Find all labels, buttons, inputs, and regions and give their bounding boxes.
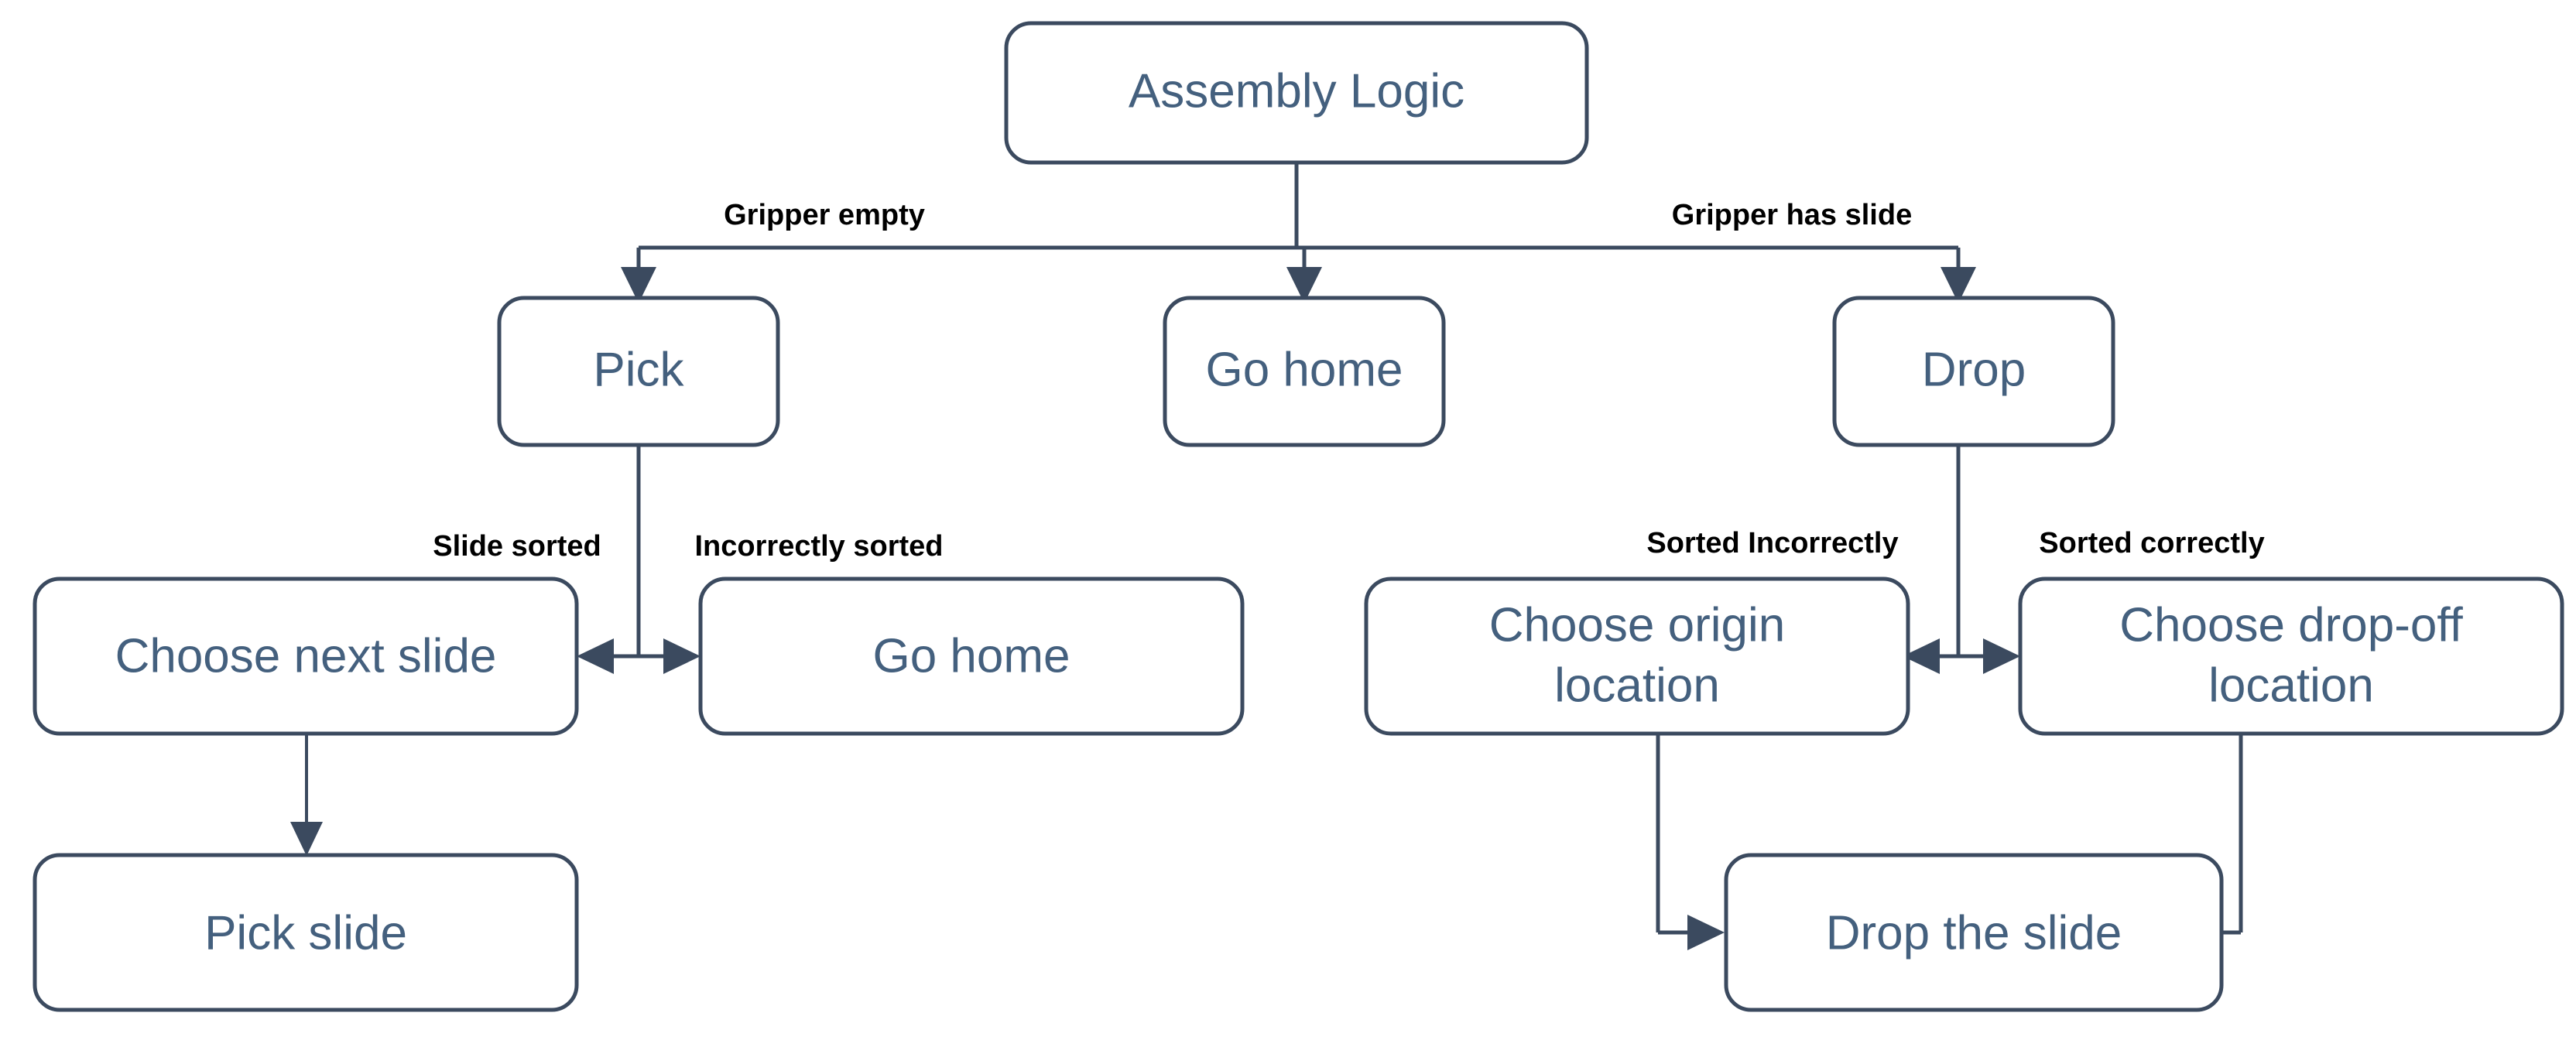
node-shape[interactable] (497, 296, 780, 447)
node-shape[interactable] (33, 853, 579, 1012)
node-choose-next-slide[interactable]: Choose next slide (33, 577, 579, 736)
node-drop-the-slide[interactable]: Drop the slide (1724, 853, 2224, 1012)
edge-label-sorted-incorrectly: Sorted Incorrectly (1646, 527, 1898, 559)
node-shape[interactable] (1364, 577, 1910, 736)
edge-origin-to-drop-slide (1656, 734, 1725, 950)
node-label-go-home-top: Go home (1205, 343, 1403, 396)
edge-assembly-to-drop (1941, 248, 1976, 303)
node-go-home-bottom[interactable]: Go home (698, 577, 1245, 736)
node-label-drop: Drop (1922, 343, 2026, 396)
edge-label-layer: Gripper empty Gripper has slide Slide so… (433, 199, 2264, 563)
node-label-choose-origin-location-line2: location (1554, 659, 1720, 712)
node-shape[interactable] (1163, 296, 1446, 447)
node-label-choose-next-slide: Choose next slide (115, 629, 497, 683)
node-assembly-logic[interactable]: Assembly Logic (1004, 21, 1589, 165)
node-shape[interactable] (33, 577, 579, 736)
node-choose-origin-location[interactable]: Choose origin location (1364, 577, 1910, 736)
arrowhead-down-icon (1286, 267, 1322, 303)
node-label-go-home-bottom: Go home (872, 629, 1070, 683)
node-shape[interactable] (2018, 577, 2564, 736)
node-label-assembly-logic: Assembly Logic (1129, 64, 1464, 118)
edge-assembly-to-gohome (1286, 248, 1322, 303)
arrowhead-right-icon (1983, 638, 2020, 674)
edge-choose-next-to-pick-slide (290, 734, 323, 856)
node-label-pick: Pick (593, 343, 684, 396)
node-choose-dropoff-location[interactable]: Choose drop-off location (2018, 577, 2564, 736)
node-label-choose-dropoff-location-line2: location (2208, 659, 2374, 712)
arrowhead-right-icon (1687, 915, 1725, 950)
arrowhead-down-icon (621, 267, 656, 303)
edge-label-slide-sorted: Slide sorted (433, 530, 601, 563)
edge-pick-split (577, 445, 701, 674)
node-label-drop-the-slide: Drop the slide (1826, 906, 2122, 960)
node-go-home-top[interactable]: Go home (1163, 296, 1446, 447)
node-label-choose-origin-location-line1: Choose origin (1489, 598, 1786, 652)
edge-label-incorrectly-sorted: Incorrectly sorted (695, 530, 944, 563)
node-shape[interactable] (1724, 853, 2224, 1012)
edge-assembly-to-pick (621, 163, 1958, 303)
node-label-pick-slide: Pick slide (204, 906, 407, 960)
node-layer: Assembly Logic Pick Go home Drop Choose … (33, 21, 2564, 1012)
node-label-choose-dropoff-location-line1: Choose drop-off (2119, 598, 2463, 652)
arrowhead-down-icon (290, 822, 323, 856)
arrowhead-right-icon (663, 638, 701, 674)
node-shape[interactable] (1004, 21, 1589, 165)
arrowhead-down-icon (1941, 267, 1976, 303)
edge-label-gripper-empty: Gripper empty (724, 199, 925, 231)
node-drop[interactable]: Drop (1832, 296, 2115, 447)
node-pick-slide[interactable]: Pick slide (33, 853, 579, 1012)
arrowhead-left-icon (1903, 638, 1940, 674)
arrowhead-left-icon (577, 638, 614, 674)
node-pick[interactable]: Pick (497, 296, 780, 447)
edge-label-sorted-correctly: Sorted correctly (2039, 527, 2264, 559)
node-shape[interactable] (1832, 296, 2115, 447)
edge-label-gripper-has-slide: Gripper has slide (1672, 199, 1912, 231)
edge-drop-split (1903, 445, 2020, 674)
node-shape[interactable] (698, 577, 1245, 736)
